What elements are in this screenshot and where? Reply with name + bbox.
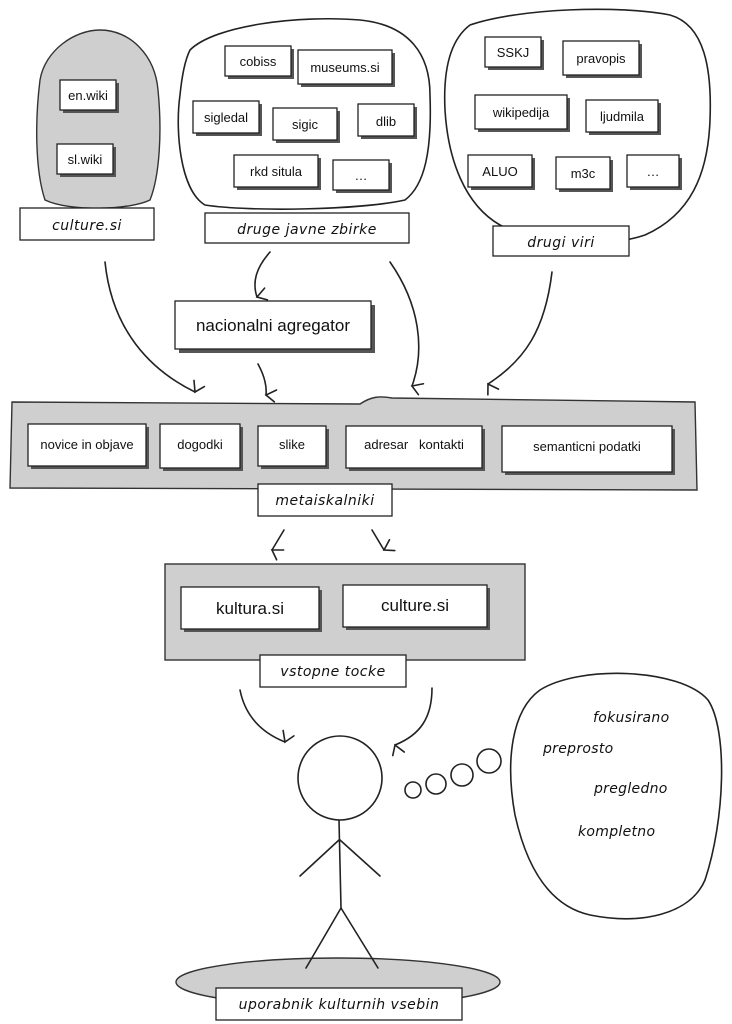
thought-dot-1 bbox=[404, 781, 422, 799]
svg-text:SSKJ: SSKJ bbox=[497, 45, 530, 60]
thought-word-kompletno: kompletno bbox=[578, 824, 655, 840]
source-item-aluo: ALUO bbox=[467, 154, 535, 190]
thought-cloud bbox=[509, 672, 723, 920]
svg-text:m3c: m3c bbox=[571, 166, 596, 181]
svg-text:uporabnik kulturnih vsebin: uporabnik kulturnih vsebin bbox=[239, 997, 440, 1013]
entry-item-kultura-si: kultura.si bbox=[180, 586, 322, 632]
meta-item-adresar: adresar kontakti bbox=[345, 425, 485, 471]
source-item-dlib: dlib bbox=[357, 103, 417, 139]
meta-item-semantic: semanticni podatki bbox=[501, 425, 675, 475]
entry-points-panel: kultura.si culture.si vstopne tocke bbox=[164, 563, 526, 688]
thought-word-fokusirano: fokusirano bbox=[593, 710, 669, 726]
source-item-more: … bbox=[332, 159, 392, 193]
user-body bbox=[338, 819, 342, 909]
arrow-aggregator-to-meta bbox=[257, 363, 278, 403]
flow-arrows-middle bbox=[270, 529, 396, 561]
source-item-pravopis: pravopis bbox=[562, 40, 642, 78]
svg-text:vstopne tocke: vstopne tocke bbox=[280, 664, 385, 680]
drugi-viri-blob bbox=[443, 8, 712, 245]
svg-text:slike: slike bbox=[279, 437, 305, 452]
druge-javne-zbirke-label: druge javne zbirke bbox=[204, 212, 410, 244]
meta-item-slike: slike bbox=[257, 425, 329, 469]
flow-arrows-top bbox=[104, 251, 553, 403]
druge-javne-zbirke-blob bbox=[177, 17, 432, 210]
flow-arrows-bottom bbox=[239, 687, 433, 757]
source-item-more: … bbox=[626, 154, 682, 190]
culture-si-blob bbox=[36, 29, 161, 209]
svg-text:nacionalni agregator: nacionalni agregator bbox=[196, 316, 350, 335]
thought-dot-3 bbox=[450, 763, 474, 787]
metasearch-label: metaiskalniki bbox=[257, 483, 393, 517]
druge-javne-zbirke-cluster: cobiss museums.si sigledal sigic dlib rk… bbox=[177, 17, 432, 244]
svg-text:culture.si: culture.si bbox=[52, 218, 122, 234]
arrow-culture-to-meta bbox=[104, 261, 206, 394]
thought-word-pregledno: pregledno bbox=[593, 781, 668, 797]
svg-text:sl.wiki: sl.wiki bbox=[68, 152, 103, 167]
svg-text:druge javne zbirke: druge javne zbirke bbox=[237, 222, 377, 238]
svg-text:cobiss: cobiss bbox=[240, 54, 277, 69]
arrow-entry-to-user-right bbox=[391, 687, 433, 757]
arrow-meta-to-entry-left bbox=[270, 529, 285, 561]
source-item-sskj: SSKJ bbox=[484, 36, 544, 70]
meta-item-dogodki: dogodki bbox=[159, 423, 243, 471]
culture-si-label: culture.si bbox=[19, 207, 155, 241]
national-aggregator: nacionalni agregator bbox=[174, 300, 375, 353]
thought-dot-4 bbox=[476, 748, 502, 774]
entry-points-label: vstopne tocke bbox=[259, 654, 407, 688]
source-item-wikipedija: wikipedija bbox=[474, 94, 570, 132]
thought-dot-2 bbox=[425, 773, 447, 795]
source-item-sigic: sigic bbox=[272, 107, 340, 143]
svg-text:…: … bbox=[647, 164, 660, 179]
drugi-viri-cluster: SSKJ pravopis wikipedija ljudmila ALUO m… bbox=[443, 8, 712, 257]
svg-text:museums.si: museums.si bbox=[310, 60, 379, 75]
svg-text:en.wiki: en.wiki bbox=[68, 88, 108, 103]
user-legs bbox=[305, 907, 379, 969]
svg-text:adresar kontakti: adresar kontakti bbox=[364, 437, 464, 452]
arrow-zbirke-to-meta bbox=[389, 261, 425, 396]
svg-text:sigic: sigic bbox=[292, 117, 319, 132]
source-item-sigledal: sigledal bbox=[192, 100, 262, 136]
source-item-en-wiki: en.wiki bbox=[59, 79, 119, 113]
source-item-m3c: m3c bbox=[555, 156, 613, 192]
svg-text:drugi viri: drugi viri bbox=[527, 235, 595, 251]
svg-text:…: … bbox=[355, 168, 368, 183]
svg-text:pravopis: pravopis bbox=[576, 51, 626, 66]
user-arms bbox=[299, 839, 381, 877]
arrow-entry-to-user-left bbox=[239, 689, 295, 744]
arrow-viri-to-meta bbox=[487, 271, 553, 396]
svg-text:dlib: dlib bbox=[376, 114, 396, 129]
arrow-zbirke-to-aggregator bbox=[254, 251, 271, 301]
user-label: uporabnik kulturnih vsebin bbox=[215, 987, 463, 1021]
svg-text:rkd situla: rkd situla bbox=[250, 164, 303, 179]
source-item-ljudmila: ljudmila bbox=[585, 99, 661, 135]
svg-text:culture.si: culture.si bbox=[381, 596, 449, 615]
source-item-sl-wiki: sl.wiki bbox=[56, 143, 116, 177]
arrow-meta-to-entry-right bbox=[371, 529, 396, 552]
culture-si-cluster: en.wiki sl.wiki culture.si bbox=[19, 29, 161, 241]
user-figure: uporabnik kulturnih vsebin bbox=[175, 735, 501, 1021]
source-item-cobiss: cobiss bbox=[224, 45, 294, 79]
user-head bbox=[297, 735, 383, 821]
source-item-rkd-situla: rkd situla bbox=[233, 154, 321, 190]
thought-word-preprosto: preprosto bbox=[542, 741, 614, 757]
entry-item-culture-si: culture.si bbox=[342, 584, 490, 630]
svg-text:novice in objave: novice in objave bbox=[40, 437, 133, 452]
meta-item-novice: novice in objave bbox=[27, 423, 149, 469]
svg-text:ALUO: ALUO bbox=[482, 164, 517, 179]
svg-text:metaiskalniki: metaiskalniki bbox=[275, 493, 374, 509]
svg-text:semanticni podatki: semanticni podatki bbox=[533, 439, 641, 454]
svg-text:kultura.si: kultura.si bbox=[216, 599, 284, 618]
drugi-viri-label: drugi viri bbox=[492, 225, 630, 257]
thought-bubble: fokusirano preprosto pregledno kompletno bbox=[404, 672, 723, 920]
source-item-museums-si: museums.si bbox=[297, 49, 395, 87]
svg-text:wikipedija: wikipedija bbox=[492, 105, 550, 120]
svg-text:ljudmila: ljudmila bbox=[600, 109, 645, 124]
metasearch-panel: novice in objave dogodki slike adresar k… bbox=[9, 396, 698, 517]
svg-text:dogodki: dogodki bbox=[177, 437, 223, 452]
svg-text:sigledal: sigledal bbox=[204, 110, 248, 125]
